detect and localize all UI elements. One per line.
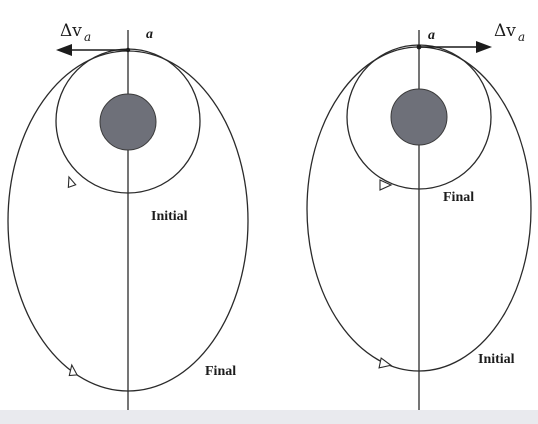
right-final-label: Final bbox=[443, 190, 474, 205]
scan-edge-band bbox=[0, 410, 538, 424]
left-initial-label: Initial bbox=[151, 209, 188, 224]
left-panel: Δv a a Initial Final bbox=[7, 21, 249, 410]
right-point-a-label: a bbox=[428, 28, 435, 43]
right-delta-v-subscript: a bbox=[518, 30, 525, 44]
right-final-direction-marker bbox=[379, 179, 393, 191]
left-final-label: Final bbox=[205, 364, 236, 379]
right-panel: a Δv a Final Initial bbox=[306, 21, 532, 410]
left-delta-v-arrowhead bbox=[56, 44, 72, 56]
left-point-a-label: a bbox=[146, 27, 153, 42]
left-final-direction-marker bbox=[68, 363, 78, 377]
right-delta-v-arrowhead bbox=[476, 41, 492, 53]
left-delta-v-symbol: Δv bbox=[60, 21, 82, 41]
left-planet bbox=[99, 93, 157, 151]
right-initial-direction-marker bbox=[378, 357, 393, 369]
left-initial-direction-marker bbox=[67, 175, 77, 189]
right-initial-label: Initial bbox=[478, 352, 515, 367]
right-delta-v-symbol: Δv bbox=[494, 21, 516, 41]
left-delta-v-subscript: a bbox=[84, 30, 91, 44]
right-planet bbox=[390, 88, 448, 146]
